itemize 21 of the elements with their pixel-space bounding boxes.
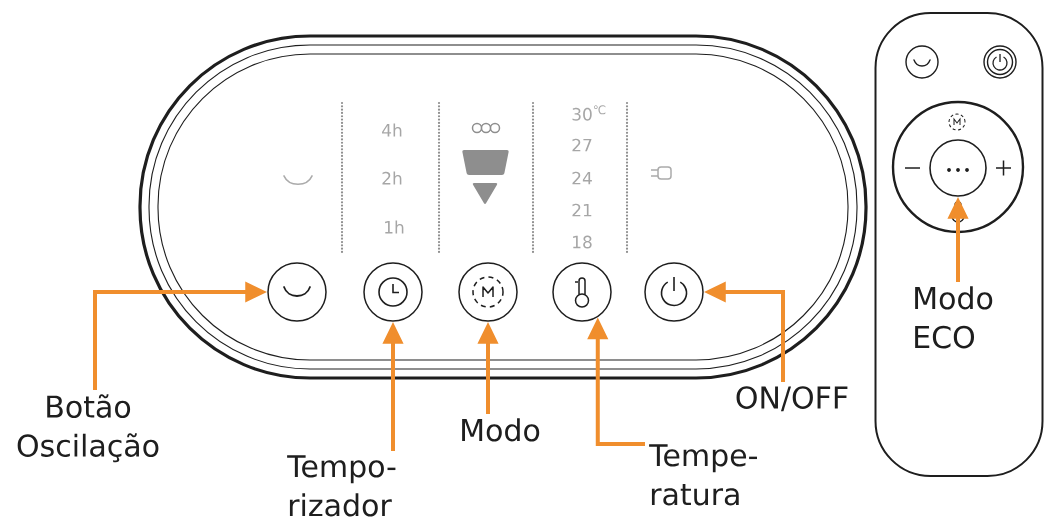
temperature-setting: 21 — [572, 203, 592, 217]
round-button — [458, 262, 518, 322]
temperature-setting: 24 — [572, 171, 592, 185]
timer-setting: 2h — [382, 171, 402, 185]
temperature-setting: 27 — [572, 138, 592, 152]
round-button — [363, 262, 423, 322]
callout-label: Botão Oscilação — [17, 394, 159, 463]
callout-label: Tempe- ratura — [649, 444, 757, 506]
round-button — [552, 262, 612, 322]
timer-setting: 1h — [385, 220, 404, 234]
round-button — [644, 262, 704, 322]
timer-setting: 4h — [382, 123, 402, 137]
round-button — [929, 139, 987, 197]
control-panel — [138, 34, 868, 380]
callout-label: Modo — [462, 418, 540, 442]
callout-label: ON/OFF — [736, 386, 848, 412]
temperature-setting: 30$^{℃}$ — [572, 105, 606, 121]
round-button — [267, 262, 327, 322]
callout-label: Modo ECO — [915, 286, 993, 349]
callout-label: Tempo- rizador — [287, 455, 396, 517]
remote-control — [874, 12, 1044, 477]
